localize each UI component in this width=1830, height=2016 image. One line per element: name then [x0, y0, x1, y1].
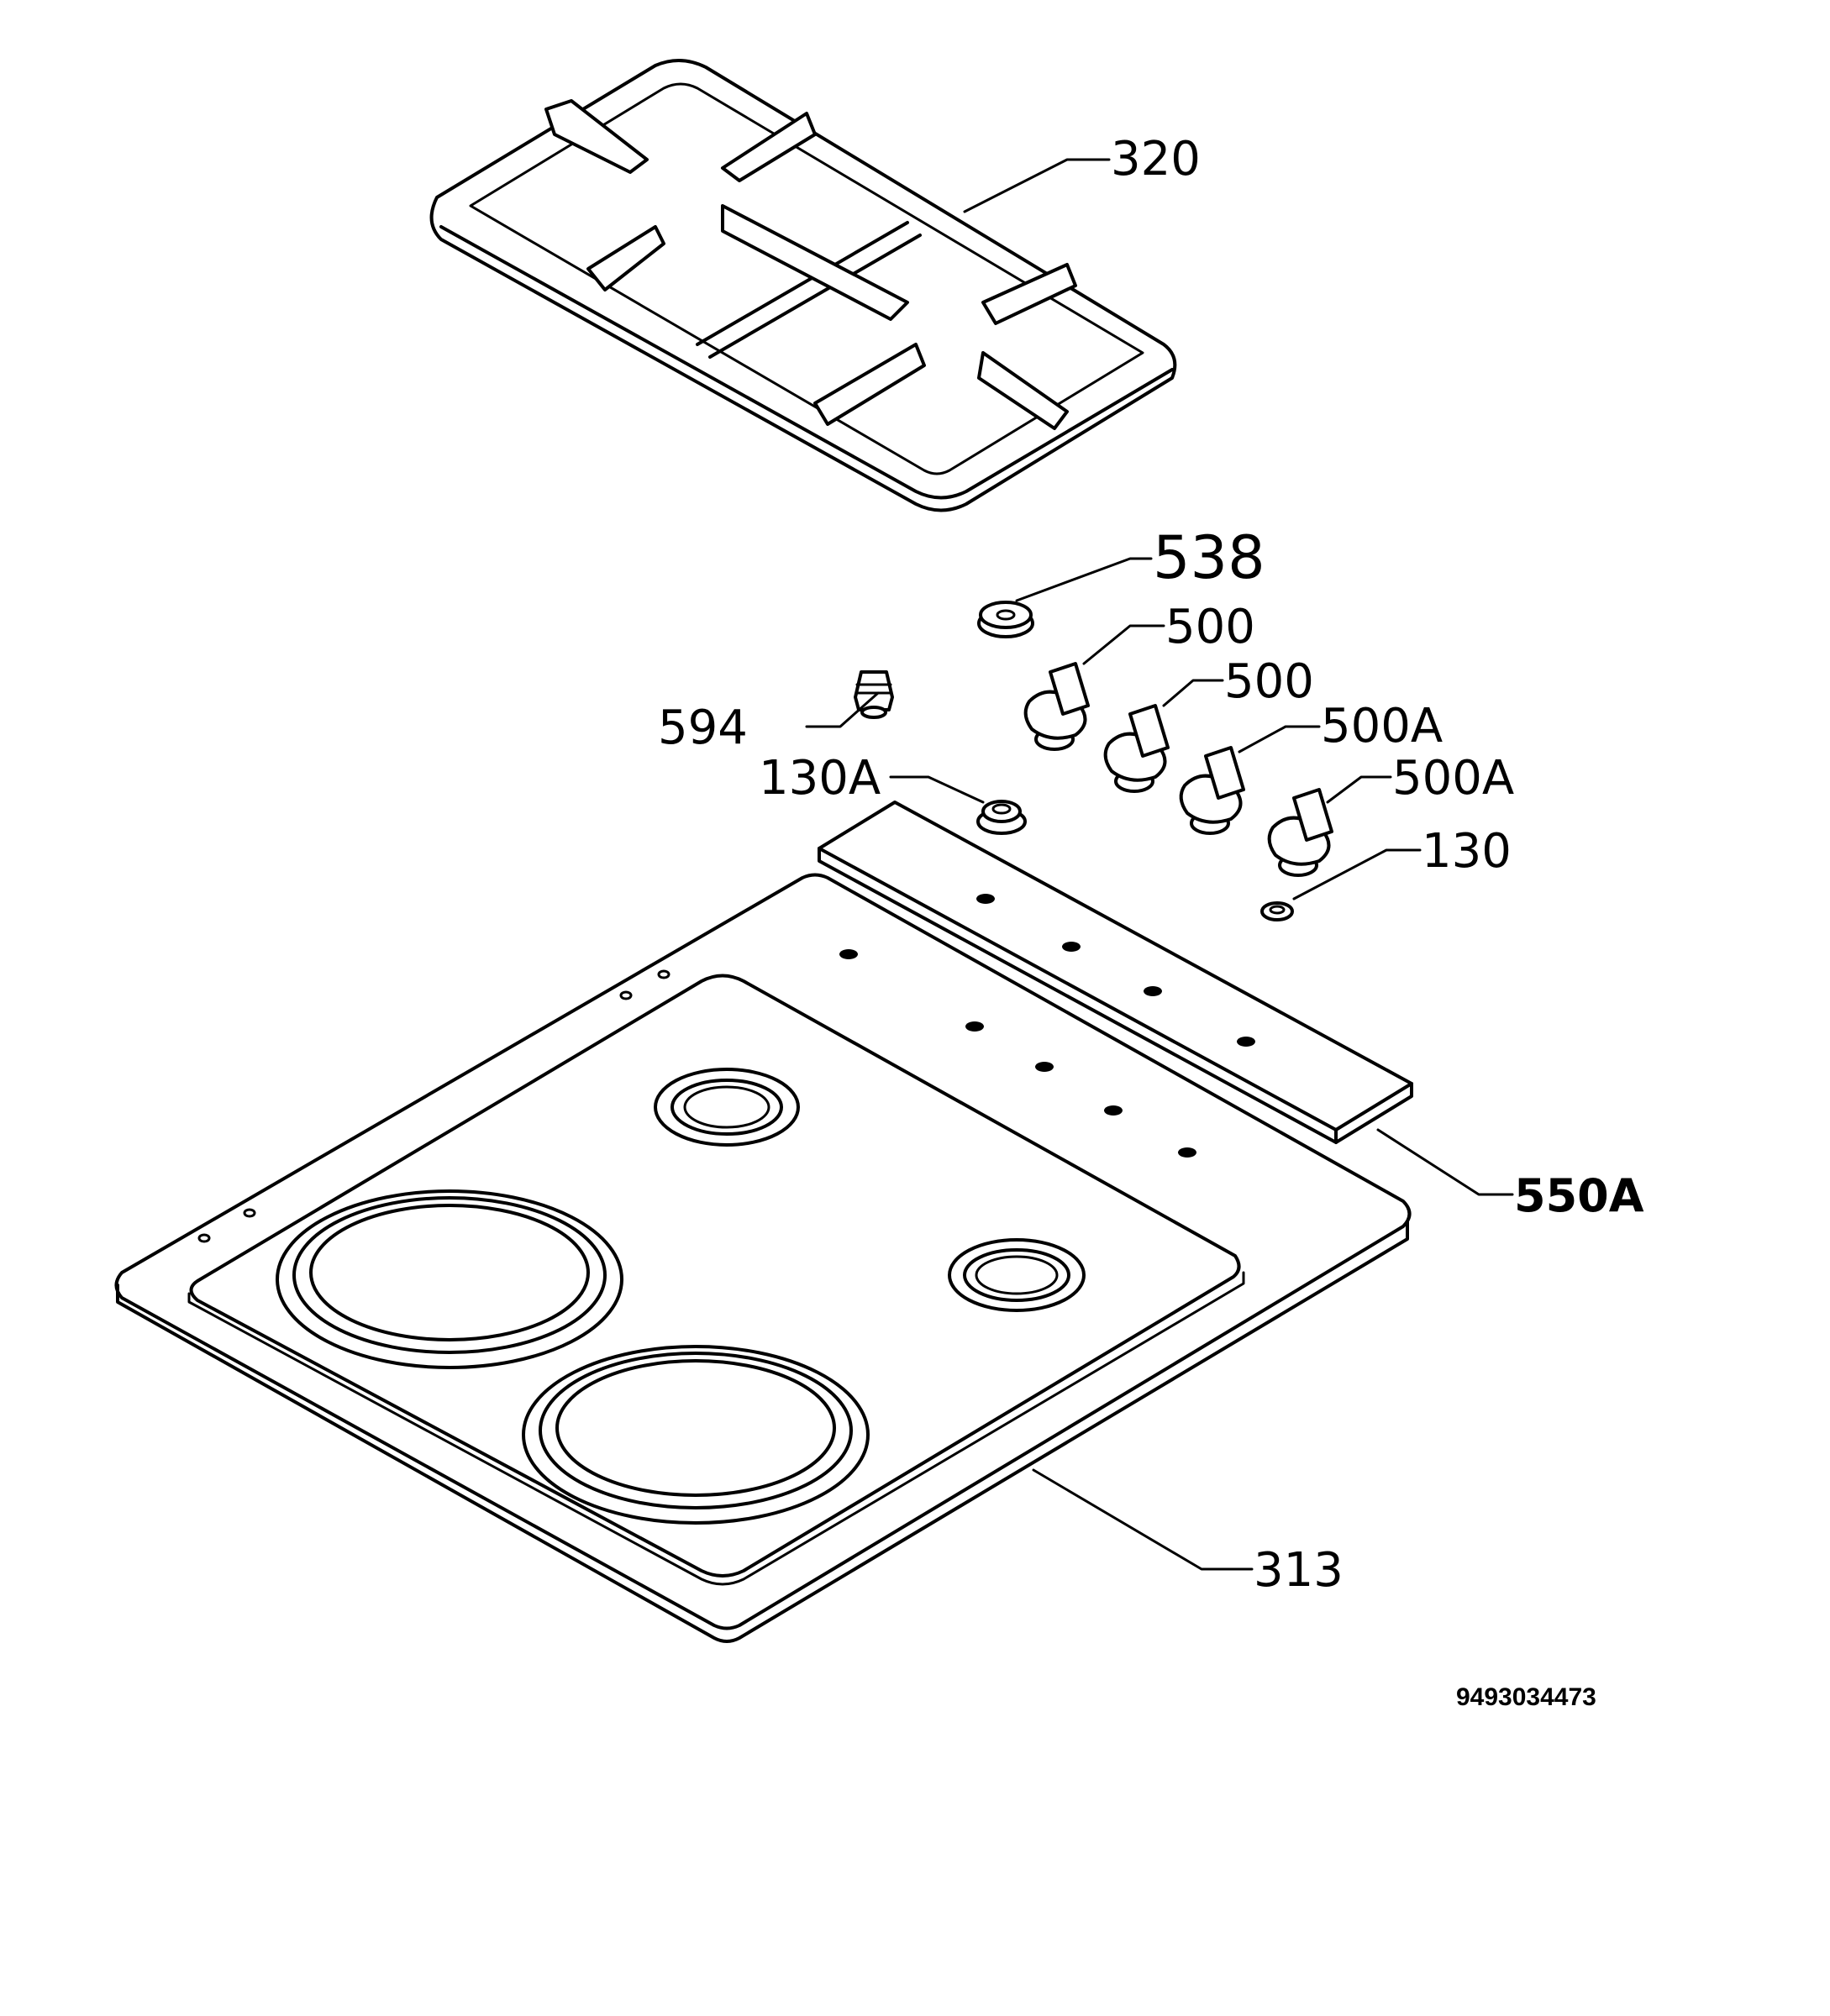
part-labels: 320 538 500 500 500A 500A 130 594 130A 5…	[658, 132, 1644, 1711]
control-knob-2	[1103, 704, 1170, 793]
front-hotplate-recess	[522, 1345, 870, 1525]
control-knob-3	[1179, 746, 1245, 835]
label-130: 130	[1422, 824, 1512, 879]
left-hotplate-recess	[276, 1189, 623, 1369]
pan-support-grid	[429, 58, 1177, 512]
control-knob-4	[1267, 788, 1333, 877]
document-number: 9493034473	[1456, 1683, 1596, 1711]
seal-130a-part	[976, 800, 1027, 835]
rear-burner-hole	[654, 1068, 800, 1147]
seal-130-part	[1260, 901, 1294, 921]
label-313: 313	[1254, 1543, 1344, 1598]
control-knob-1	[1023, 662, 1090, 751]
leader-lines	[805, 158, 1514, 1571]
burner-cap-part	[977, 601, 1034, 638]
label-130A: 130A	[759, 751, 881, 806]
label-500A-b: 500A	[1392, 751, 1514, 806]
label-500-a: 500	[1165, 600, 1255, 654]
right-burner-hole	[948, 1238, 1086, 1312]
label-500-b: 500	[1224, 654, 1314, 709]
hob-top-part	[114, 873, 1412, 1643]
label-538: 538	[1153, 523, 1265, 592]
injector-part	[854, 670, 894, 719]
label-594: 594	[658, 701, 748, 755]
control-strip-part	[818, 801, 1413, 1144]
label-500A-a: 500A	[1321, 699, 1443, 753]
label-550A: 550A	[1514, 1169, 1644, 1222]
label-320: 320	[1111, 132, 1201, 186]
